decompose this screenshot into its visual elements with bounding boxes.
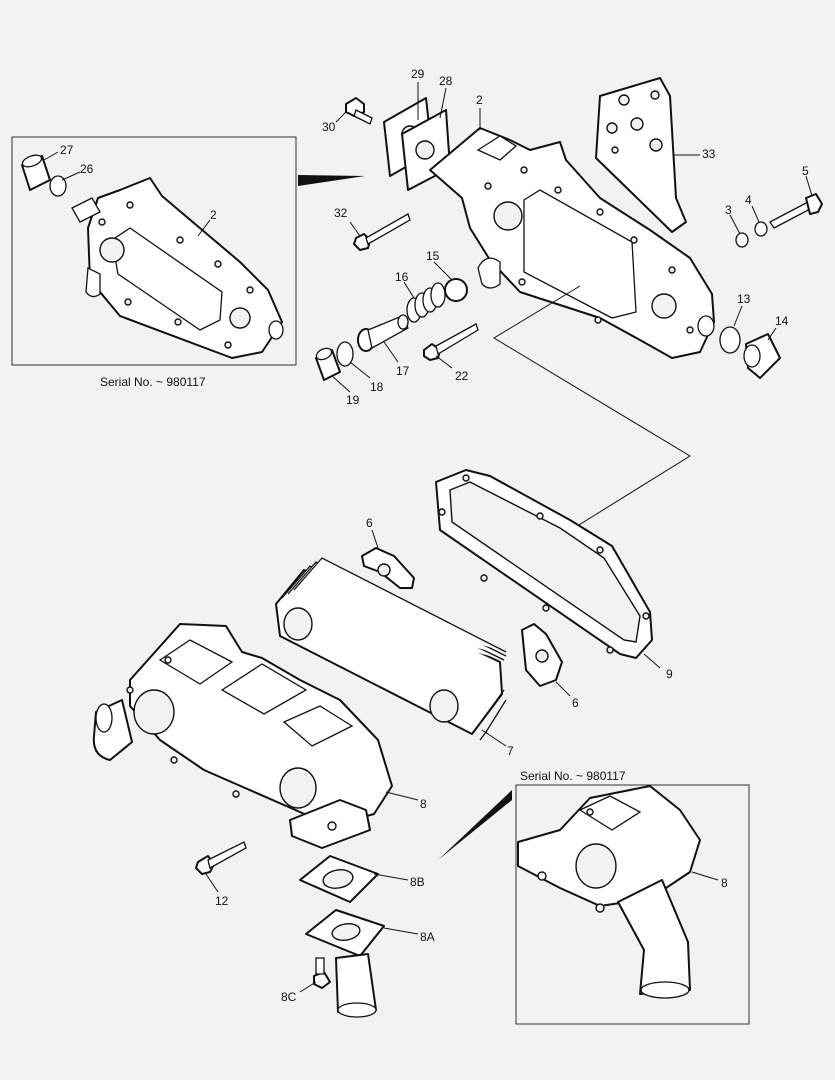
callout-28: 28 bbox=[439, 74, 453, 88]
bolt-8C bbox=[313, 957, 331, 989]
leader-5 bbox=[805, 175, 813, 197]
callout-15: 15 bbox=[426, 249, 440, 263]
elbow-pipe-8A bbox=[305, 909, 385, 1018]
callout-16: 16 bbox=[395, 270, 409, 284]
callout-32: 32 bbox=[334, 206, 348, 220]
callout-2-main: 2 bbox=[476, 93, 483, 107]
leader-8-inset bbox=[691, 871, 719, 881]
callout-33: 33 bbox=[702, 147, 716, 161]
gasket-8B bbox=[299, 855, 379, 903]
leader-8B bbox=[373, 873, 409, 881]
bolt-12 bbox=[195, 841, 247, 875]
callout-30: 30 bbox=[322, 120, 336, 134]
callout-2-inset: 2 bbox=[210, 208, 217, 222]
inset-o-ring-26 bbox=[49, 175, 67, 197]
callout-22: 22 bbox=[455, 369, 469, 383]
bolt-22 bbox=[423, 323, 479, 361]
leader-2-inset bbox=[197, 219, 211, 237]
bolt-5 bbox=[769, 193, 823, 229]
leader-13 bbox=[733, 305, 743, 327]
leader-26 bbox=[61, 171, 81, 181]
callout-8-inset: 8 bbox=[721, 876, 728, 890]
callout-8A: 8A bbox=[420, 930, 435, 944]
leader-19 bbox=[331, 375, 351, 393]
bolt-30 bbox=[345, 97, 373, 125]
callout-7: 7 bbox=[507, 744, 514, 758]
callout-18: 18 bbox=[370, 380, 384, 394]
callout-8: 8 bbox=[420, 797, 427, 811]
leader-30 bbox=[335, 111, 347, 123]
assembly-guide-line bbox=[493, 285, 691, 529]
plug-14 bbox=[743, 333, 781, 379]
spring-16 bbox=[406, 282, 446, 323]
inset-housing-8 bbox=[517, 785, 701, 999]
leader-8C bbox=[299, 981, 317, 993]
leader-4 bbox=[751, 205, 760, 223]
leader-22 bbox=[435, 355, 453, 369]
leader-32 bbox=[349, 221, 361, 237]
o-ring-18 bbox=[336, 341, 354, 367]
callout-8C: 8C bbox=[281, 990, 297, 1004]
inset-sleeve-27 bbox=[21, 154, 51, 191]
leader-15 bbox=[433, 261, 453, 281]
gasket-6-lower bbox=[521, 623, 563, 687]
leader-3 bbox=[729, 214, 741, 235]
washer-3 bbox=[735, 232, 749, 248]
callout-19: 19 bbox=[346, 393, 360, 407]
leader-7 bbox=[481, 729, 507, 747]
callout-3: 3 bbox=[725, 203, 732, 217]
leader-18 bbox=[349, 361, 371, 379]
callout-29: 29 bbox=[411, 67, 425, 81]
cooler-element-7 bbox=[275, 557, 507, 741]
leader-16 bbox=[403, 281, 415, 299]
inset-box-bottom bbox=[515, 784, 750, 1025]
oil-cooler-cover-2 bbox=[429, 127, 715, 359]
relief-piston-17 bbox=[357, 314, 409, 352]
callout-26: 26 bbox=[80, 162, 94, 176]
callout-6a: 6 bbox=[366, 516, 373, 530]
callout-6b: 6 bbox=[572, 696, 579, 710]
leader-8 bbox=[385, 791, 419, 801]
inset-pointer-arrow-bottom bbox=[438, 790, 512, 860]
callout-13: 13 bbox=[737, 292, 751, 306]
callout-4: 4 bbox=[745, 193, 752, 207]
bolt-32 bbox=[353, 213, 411, 251]
ball-15 bbox=[444, 278, 468, 302]
plug-19 bbox=[315, 347, 341, 381]
callout-17: 17 bbox=[396, 364, 410, 378]
callout-9: 9 bbox=[666, 667, 673, 681]
callout-14: 14 bbox=[775, 314, 789, 328]
gasket-33 bbox=[595, 77, 687, 233]
inset-pointer-arrow-top bbox=[298, 175, 365, 186]
leader-6a bbox=[371, 529, 379, 549]
leader-27 bbox=[43, 151, 59, 161]
serial-caption-top: Serial No. ~ 980117 bbox=[100, 375, 206, 389]
callout-5: 5 bbox=[802, 164, 809, 178]
callout-8B: 8B bbox=[410, 875, 425, 889]
leader-14 bbox=[767, 327, 777, 341]
gasket-6-upper bbox=[361, 547, 415, 589]
leader-12 bbox=[205, 873, 219, 893]
leader-9 bbox=[643, 653, 661, 669]
gasket-9 bbox=[435, 469, 653, 659]
washer-4 bbox=[754, 221, 768, 237]
callout-27: 27 bbox=[60, 143, 74, 157]
o-ring-13 bbox=[719, 326, 741, 354]
inset-oil-cooler-cover bbox=[71, 177, 284, 359]
serial-caption-bottom: Serial No. ~ 980117 bbox=[520, 769, 626, 783]
leader-8A bbox=[383, 927, 419, 935]
leader-28 bbox=[439, 87, 447, 119]
callout-12: 12 bbox=[215, 894, 229, 908]
inset-box-top bbox=[11, 136, 297, 366]
leader-6b bbox=[555, 681, 571, 697]
leader-17 bbox=[383, 341, 399, 363]
oil-cooler-housing-8 bbox=[92, 623, 393, 849]
